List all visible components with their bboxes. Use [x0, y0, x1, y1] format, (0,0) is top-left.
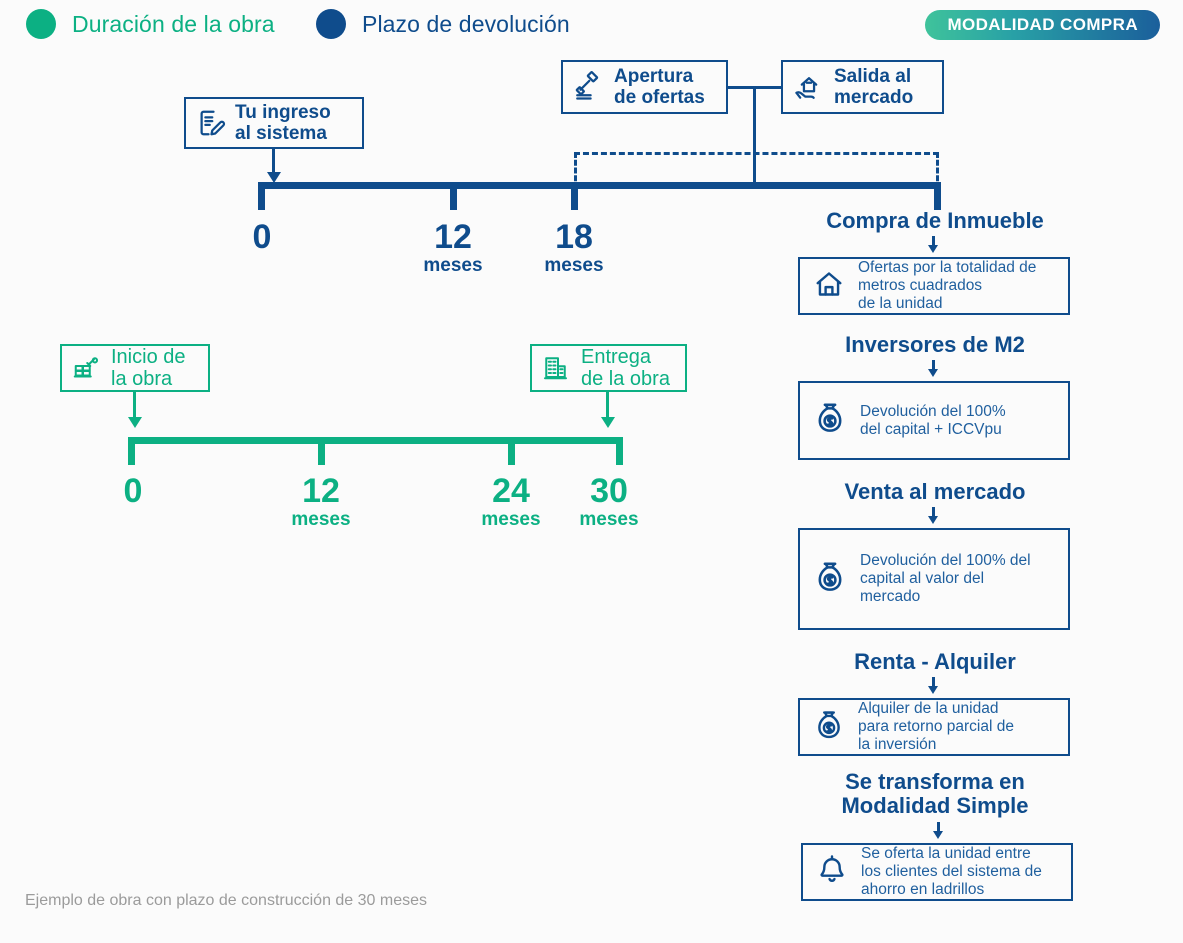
legend-label: Duración de la obra	[72, 10, 275, 37]
box-alquiler-unidad[interactable]: Alquiler de la unidad para retorno parci…	[798, 698, 1070, 756]
timeline-tick-green-0	[128, 437, 135, 465]
box-label: Tu ingreso al sistema	[235, 101, 331, 144]
connector-arrow-4	[932, 677, 935, 688]
circle-icon	[316, 9, 346, 39]
tick-number: 0	[123, 472, 143, 510]
timeline-tick-green-30	[616, 437, 623, 465]
box-label: Apertura de ofertas	[614, 65, 705, 108]
timeline-label-green-24: 24 meses	[471, 474, 551, 532]
dashed-highlight-region	[574, 152, 939, 189]
timeline-tick-green-24	[508, 444, 515, 465]
heading-compra-inmueble: Compra de Inmueble	[826, 208, 1044, 233]
connector-arrow-5	[937, 822, 940, 833]
connector-entrega	[606, 392, 609, 419]
home-icon	[812, 267, 846, 306]
box-text: Devolución del 100% del capital al valor…	[860, 552, 1031, 605]
box-label: Entrega de la obra	[581, 345, 670, 390]
money-bag-icon	[812, 400, 848, 441]
legend-label: Plazo de devolución	[362, 10, 570, 37]
tick-number: 24	[492, 472, 530, 510]
tick-number: 12	[434, 218, 472, 256]
timeline-bar-blue	[258, 182, 941, 189]
connector-arrow-2	[932, 360, 935, 371]
money-bag-icon	[812, 559, 848, 600]
box-entrega-obra[interactable]: Entrega de la obra	[530, 344, 687, 392]
heading-inversores-m2: Inversores de M2	[845, 332, 1025, 357]
timeline-tick-blue-end	[934, 182, 941, 210]
arrow-down-icon	[927, 516, 938, 524]
box-text: Se oferta la unidad entre los clientes d…	[861, 845, 1042, 898]
box-salida-mercado[interactable]: Salida al mercado	[781, 60, 944, 114]
box-devolucion-iccvpu[interactable]: Devolución del 100% del capital + ICCVpu	[798, 381, 1070, 460]
box-inicio-obra[interactable]: Inicio de la obra	[60, 344, 210, 392]
heading-modalidad-simple: Se transforma en Modalidad Simple	[841, 769, 1029, 818]
status-badge: MODALIDAD COMPRA	[925, 10, 1160, 40]
tick-unit: meses	[481, 509, 541, 530]
arrow-down-icon	[927, 686, 938, 694]
tick-number: 30	[590, 472, 628, 510]
timeline-tick-blue-0	[258, 182, 265, 210]
arrow-down-icon	[927, 245, 938, 253]
box-oferta-clientes[interactable]: Se oferta la unidad entre los clientes d…	[801, 843, 1073, 901]
brick-trowel-icon	[72, 353, 102, 383]
footer-note: Ejemplo de obra con plazo de construcció…	[25, 892, 428, 909]
connector-ingreso	[272, 149, 275, 174]
legend: Duración de la obra Plazo de devolución	[0, 0, 640, 56]
timeline-tick-green-12	[318, 444, 325, 465]
box-text: Ofertas por la totalidad de metros cuadr…	[858, 259, 1037, 312]
timeline-tick-blue-12	[450, 189, 457, 210]
box-ofertas-metros[interactable]: Ofertas por la totalidad de metros cuadr…	[798, 257, 1070, 315]
timeline-label-blue-18: 18 meses	[534, 220, 614, 278]
timeline-label-green-30: 30 meses	[569, 474, 649, 532]
tick-number: 12	[302, 472, 340, 510]
heading-renta-alquiler: Renta - Alquiler	[854, 649, 1016, 674]
tick-unit: meses	[579, 509, 639, 530]
arrow-down-icon	[266, 172, 281, 183]
timeline-label-green-12: 12 meses	[281, 474, 361, 532]
money-bag-icon	[812, 708, 846, 747]
document-pencil-icon	[196, 108, 226, 138]
timeline-label-blue-0: 0	[222, 220, 302, 254]
tick-number: 0	[252, 218, 272, 256]
arrow-down-icon	[932, 831, 943, 839]
arrow-down-icon	[127, 417, 142, 428]
timeline-bar-green	[128, 437, 623, 444]
connector-top-stem	[753, 86, 756, 182]
bell-icon	[815, 853, 849, 892]
legend-item-duracion: Duración de la obra	[26, 9, 275, 39]
connector-inicio	[133, 392, 136, 419]
house-in-hand-icon	[793, 71, 825, 103]
box-text: Alquiler de la unidad para retorno parci…	[858, 700, 1014, 753]
box-label: Salida al mercado	[834, 65, 914, 108]
box-tu-ingreso[interactable]: Tu ingreso al sistema	[184, 97, 364, 149]
gavel-icon	[573, 71, 605, 103]
legend-item-plazo: Plazo de devolución	[316, 9, 570, 39]
tick-number: 18	[555, 218, 593, 256]
tick-unit: meses	[291, 509, 351, 530]
box-apertura-ofertas[interactable]: Apertura de ofertas	[561, 60, 728, 114]
tick-unit: meses	[423, 255, 483, 276]
connector-arrow-3	[932, 507, 935, 518]
connector-arrow-1	[932, 236, 935, 247]
building-icon	[542, 353, 572, 383]
circle-icon	[26, 9, 56, 39]
timeline-label-green-0: 0	[93, 474, 173, 508]
heading-venta-mercado: Venta al mercado	[844, 479, 1026, 504]
timeline-label-blue-12: 12 meses	[413, 220, 493, 278]
box-devolucion-mercado[interactable]: Devolución del 100% del capital al valor…	[798, 528, 1070, 630]
arrow-down-icon	[600, 417, 615, 428]
box-label: Inicio de la obra	[111, 345, 186, 390]
tick-unit: meses	[544, 255, 604, 276]
arrow-down-icon	[927, 369, 938, 377]
box-text: Devolución del 100% del capital + ICCVpu	[860, 402, 1006, 438]
timeline-tick-blue-18	[571, 189, 578, 210]
